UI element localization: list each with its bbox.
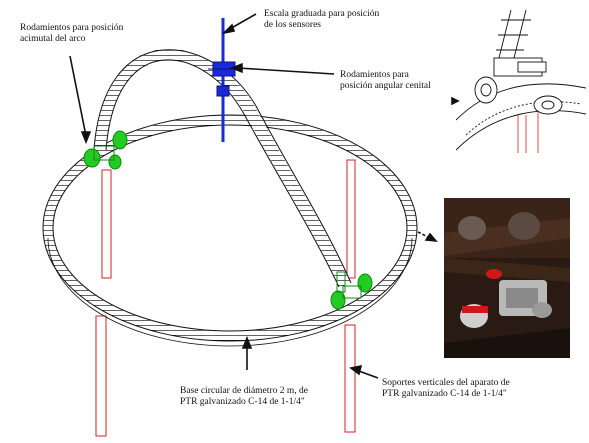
front-legs (95, 315, 356, 437)
support-leg-back-left (101, 169, 112, 279)
support-leg-front-left (95, 315, 107, 437)
back-legs (101, 159, 356, 279)
bearing-detail-sketch (456, 10, 586, 153)
circular-base-ring (42, 114, 418, 347)
label-zenith-bearings: Rodamientos para posición angular cenita… (340, 70, 431, 91)
detail-pointer (451, 96, 460, 106)
support-leg-back-right (346, 159, 356, 279)
azimuth-bearings-left (83, 130, 128, 170)
label-graduated-scale: Escala graduada para posición de los sen… (264, 9, 380, 30)
zenith-arc (93, 49, 352, 288)
label-circular-base: Base circular de diámetro 2 m, de PTR ga… (180, 386, 308, 407)
azimuth-bearings-right (330, 271, 373, 310)
bearing-photo (444, 198, 570, 358)
label-vertical-supports: Soportes verticales del aparato de PTR g… (382, 378, 510, 399)
leader-arrows (69, 13, 460, 379)
support-leg-front-right (344, 324, 356, 433)
label-azimuth-bearings: Rodamientos para posición acimutal del a… (20, 23, 124, 44)
